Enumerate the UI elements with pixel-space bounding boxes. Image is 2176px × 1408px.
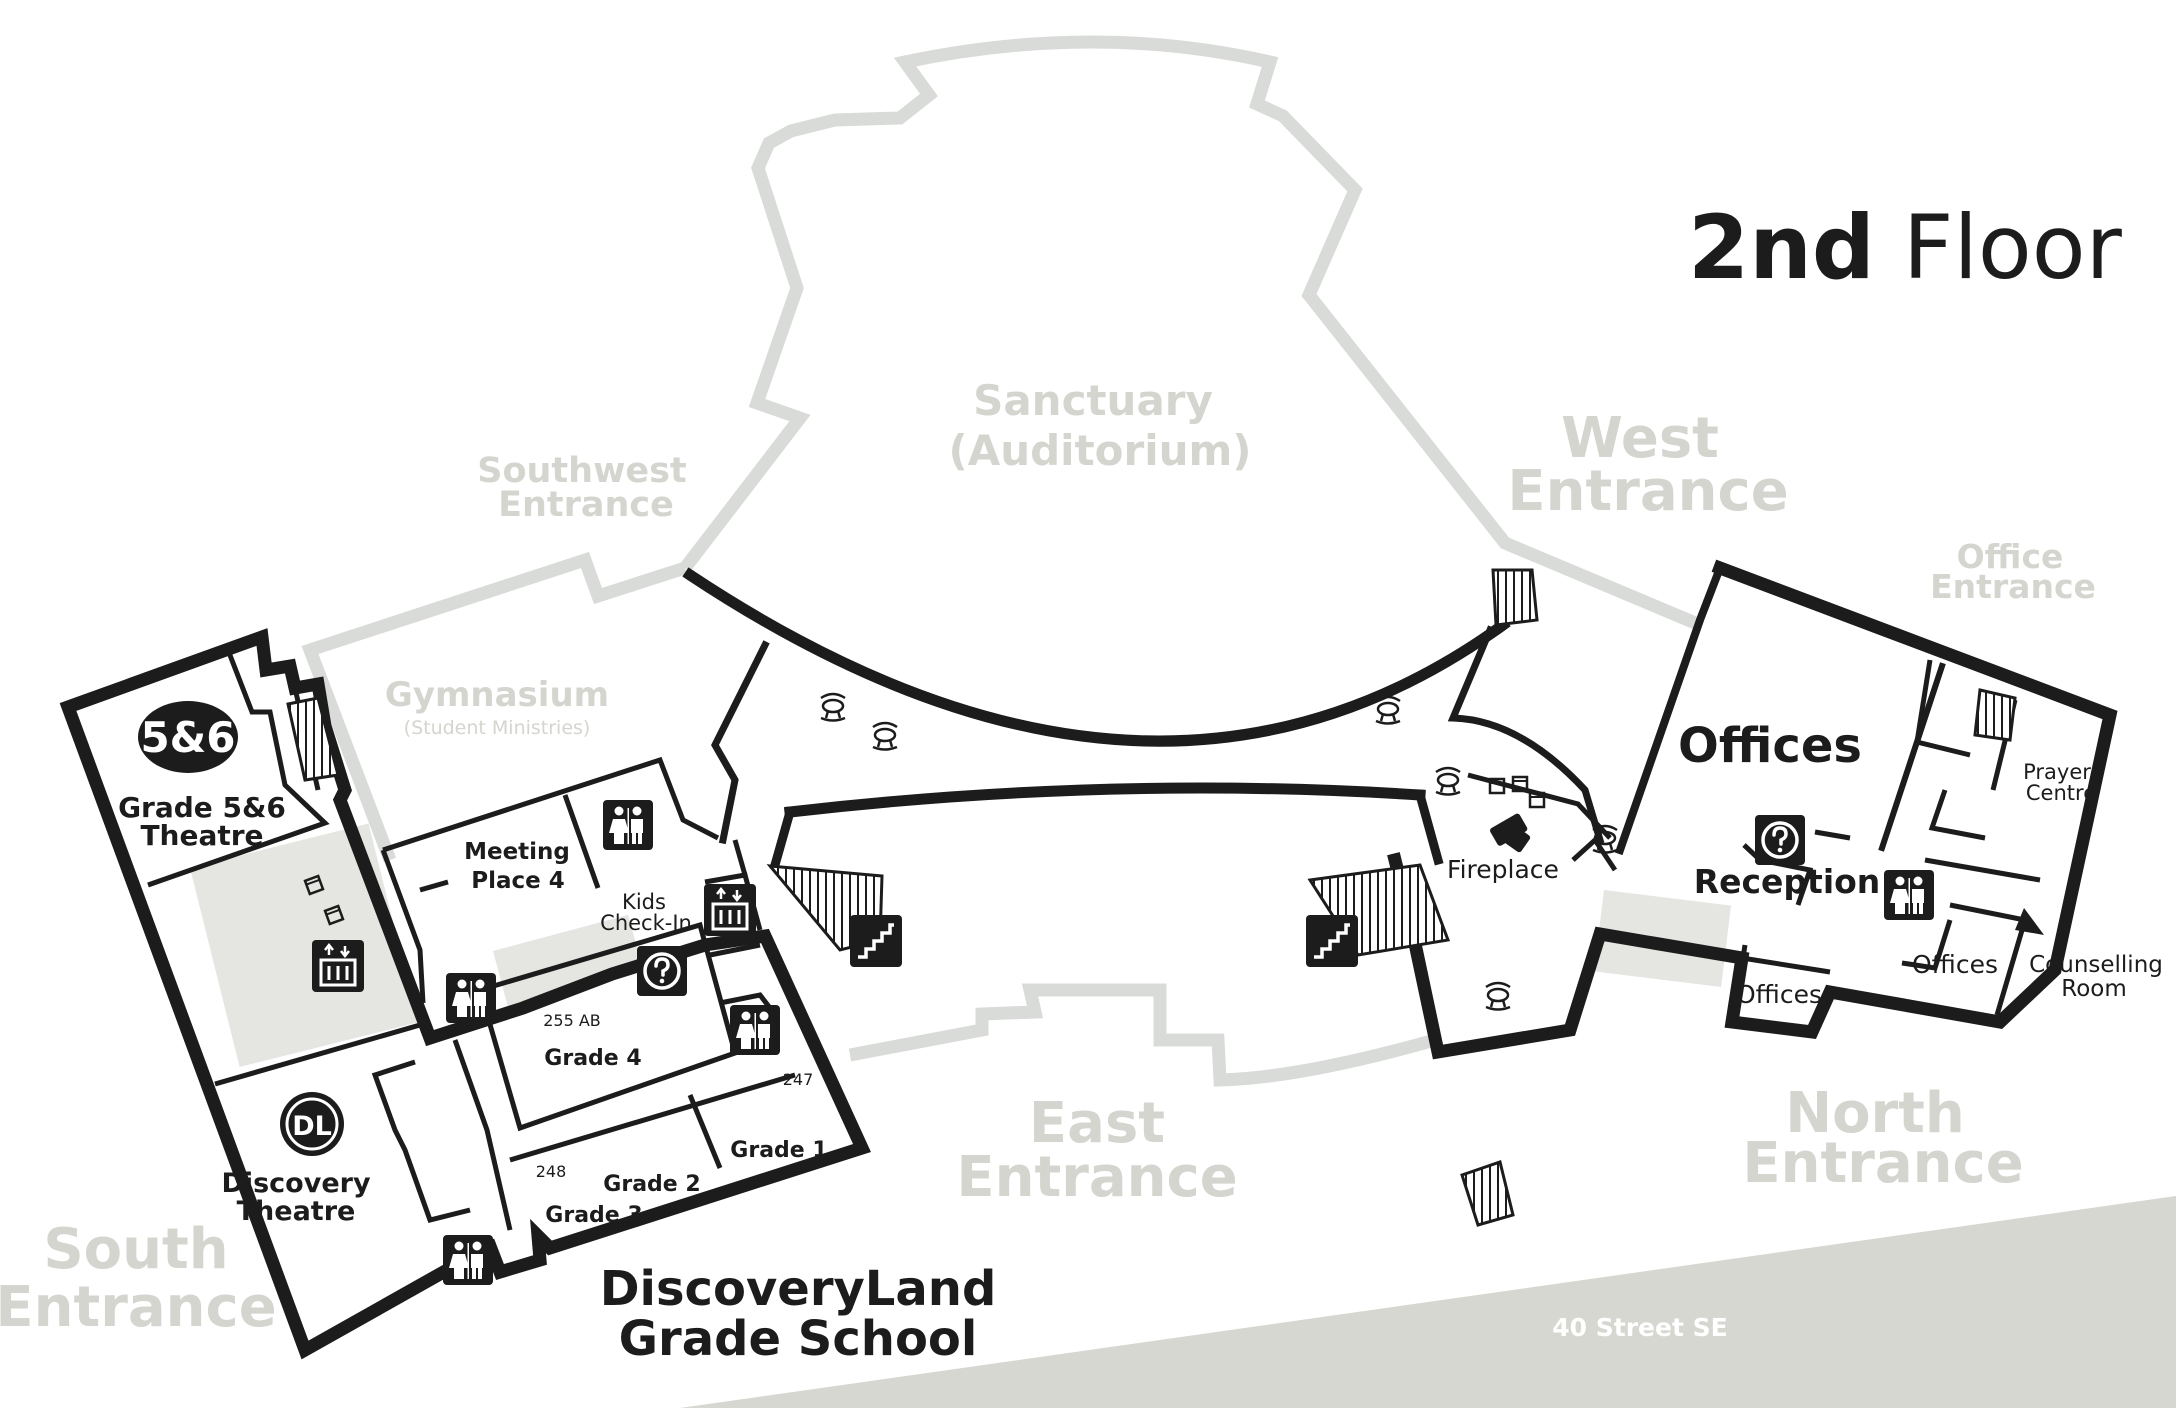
gymnasium-sub-label: (Student Ministries) xyxy=(404,717,591,739)
room-255-label: 255 AB xyxy=(543,1011,601,1030)
room-248-label: 248 xyxy=(536,1162,567,1181)
restroom-icon xyxy=(1884,870,1934,920)
offices-b-label: Offices xyxy=(1736,980,1822,1009)
grade2-label: Grade 2 xyxy=(603,1172,700,1197)
fireplace-label: Fireplace xyxy=(1447,855,1559,884)
gymnasium-label: Gymnasium xyxy=(385,675,609,715)
room-247-label: 247 xyxy=(783,1070,814,1089)
svg-text:5&6: 5&6 xyxy=(140,713,235,762)
ghost-walls xyxy=(301,35,1703,1087)
elevator-icon xyxy=(310,938,366,994)
street-band xyxy=(680,1196,2176,1408)
table-chairs-icon xyxy=(1484,981,1512,1011)
ghost-area-left xyxy=(189,823,419,1067)
info-icon xyxy=(1753,813,1807,867)
restroom-icon xyxy=(730,1005,780,1055)
grade3-label: Grade 3 xyxy=(545,1203,642,1228)
restroom-icon xyxy=(603,800,653,850)
stairs-icon xyxy=(848,913,904,969)
floor-title: 2nd Floor xyxy=(1688,196,2123,299)
table-chairs-icon xyxy=(819,692,847,722)
elevator-icon xyxy=(702,882,758,938)
svg-text:DL: DL xyxy=(292,1111,332,1142)
counselling-arrow-icon xyxy=(2015,908,2044,935)
grade56-badge: 5&6 xyxy=(138,701,238,773)
grade1-label: Grade 1 xyxy=(730,1138,827,1163)
offices-main-label: Offices xyxy=(1678,718,1862,774)
restroom-icon xyxy=(443,1235,493,1285)
couch-icon xyxy=(1490,813,1531,853)
restroom-icon xyxy=(446,973,496,1023)
grade4-label: Grade 4 xyxy=(544,1046,641,1071)
street-label: 40 Street SE xyxy=(1552,1313,1727,1342)
ghost-area-mid xyxy=(493,914,644,1008)
table-chairs-icon xyxy=(871,721,899,751)
discovery-badge: DL xyxy=(280,1092,344,1156)
offices-a-label: Offices xyxy=(1912,950,1998,979)
info-icon xyxy=(635,944,689,998)
sanctuary-label: Sanctuary(Auditorium) xyxy=(949,376,1252,475)
stairs-icon xyxy=(1304,913,1360,969)
reception-label: Reception xyxy=(1694,862,1881,901)
table-chairs-icon xyxy=(1434,766,1462,796)
